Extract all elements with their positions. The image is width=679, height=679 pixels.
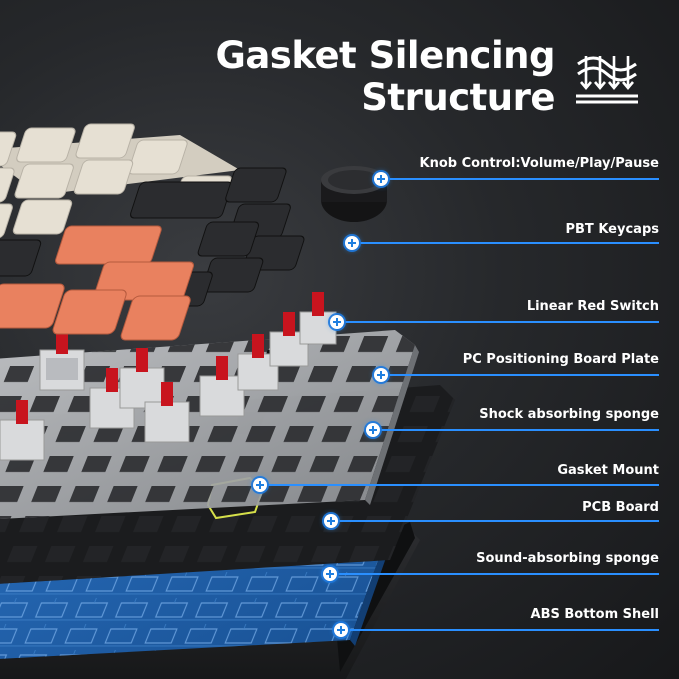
callout-label-pcb: PCB Board	[582, 500, 659, 515]
callout-line-gasket	[260, 484, 659, 486]
callout-line-keycaps	[352, 242, 659, 244]
callout-line-switch	[337, 321, 659, 323]
linear-red-switches	[0, 292, 337, 461]
callout-marker-shock-sponge	[366, 423, 380, 437]
callout-marker-knob	[374, 172, 388, 186]
callout-label-plate: PC Positioning Board Plate	[462, 352, 659, 367]
callout-label-keycaps: PBT Keycaps	[565, 222, 660, 237]
callout-line-sound-sponge	[330, 573, 659, 575]
callout-marker-switch	[330, 315, 344, 329]
callout-label-bottom-shell: ABS Bottom Shell	[530, 607, 659, 622]
callout-line-knob	[381, 178, 659, 180]
callout-label-gasket: Gasket Mount	[557, 463, 659, 478]
callout-marker-gasket	[253, 478, 267, 492]
callout-line-bottom-shell	[341, 629, 659, 631]
callout-line-plate	[381, 374, 659, 376]
callout-label-switch: Linear Red Switch	[526, 299, 659, 314]
gasket-structure-icon	[576, 56, 638, 104]
callout-marker-pcb	[324, 514, 338, 528]
volume-knob	[321, 166, 387, 222]
callout-label-knob: Knob Control:Volume/Play/Pause	[419, 156, 659, 171]
callout-marker-sound-sponge	[323, 567, 337, 581]
callout-line-pcb	[331, 520, 659, 522]
callout-label-sound-sponge: Sound-absorbing sponge	[476, 551, 659, 566]
headline-line-2: Structure	[361, 76, 555, 119]
callout-marker-plate	[374, 368, 388, 382]
headline-line-1: Gasket Silencing	[215, 34, 555, 77]
callout-line-shock-sponge	[373, 429, 659, 431]
callout-marker-bottom-shell	[334, 623, 348, 637]
pbt-keycaps	[0, 123, 305, 341]
callout-label-shock-sponge: Shock absorbing sponge	[479, 407, 659, 422]
callout-marker-keycaps	[345, 236, 359, 250]
